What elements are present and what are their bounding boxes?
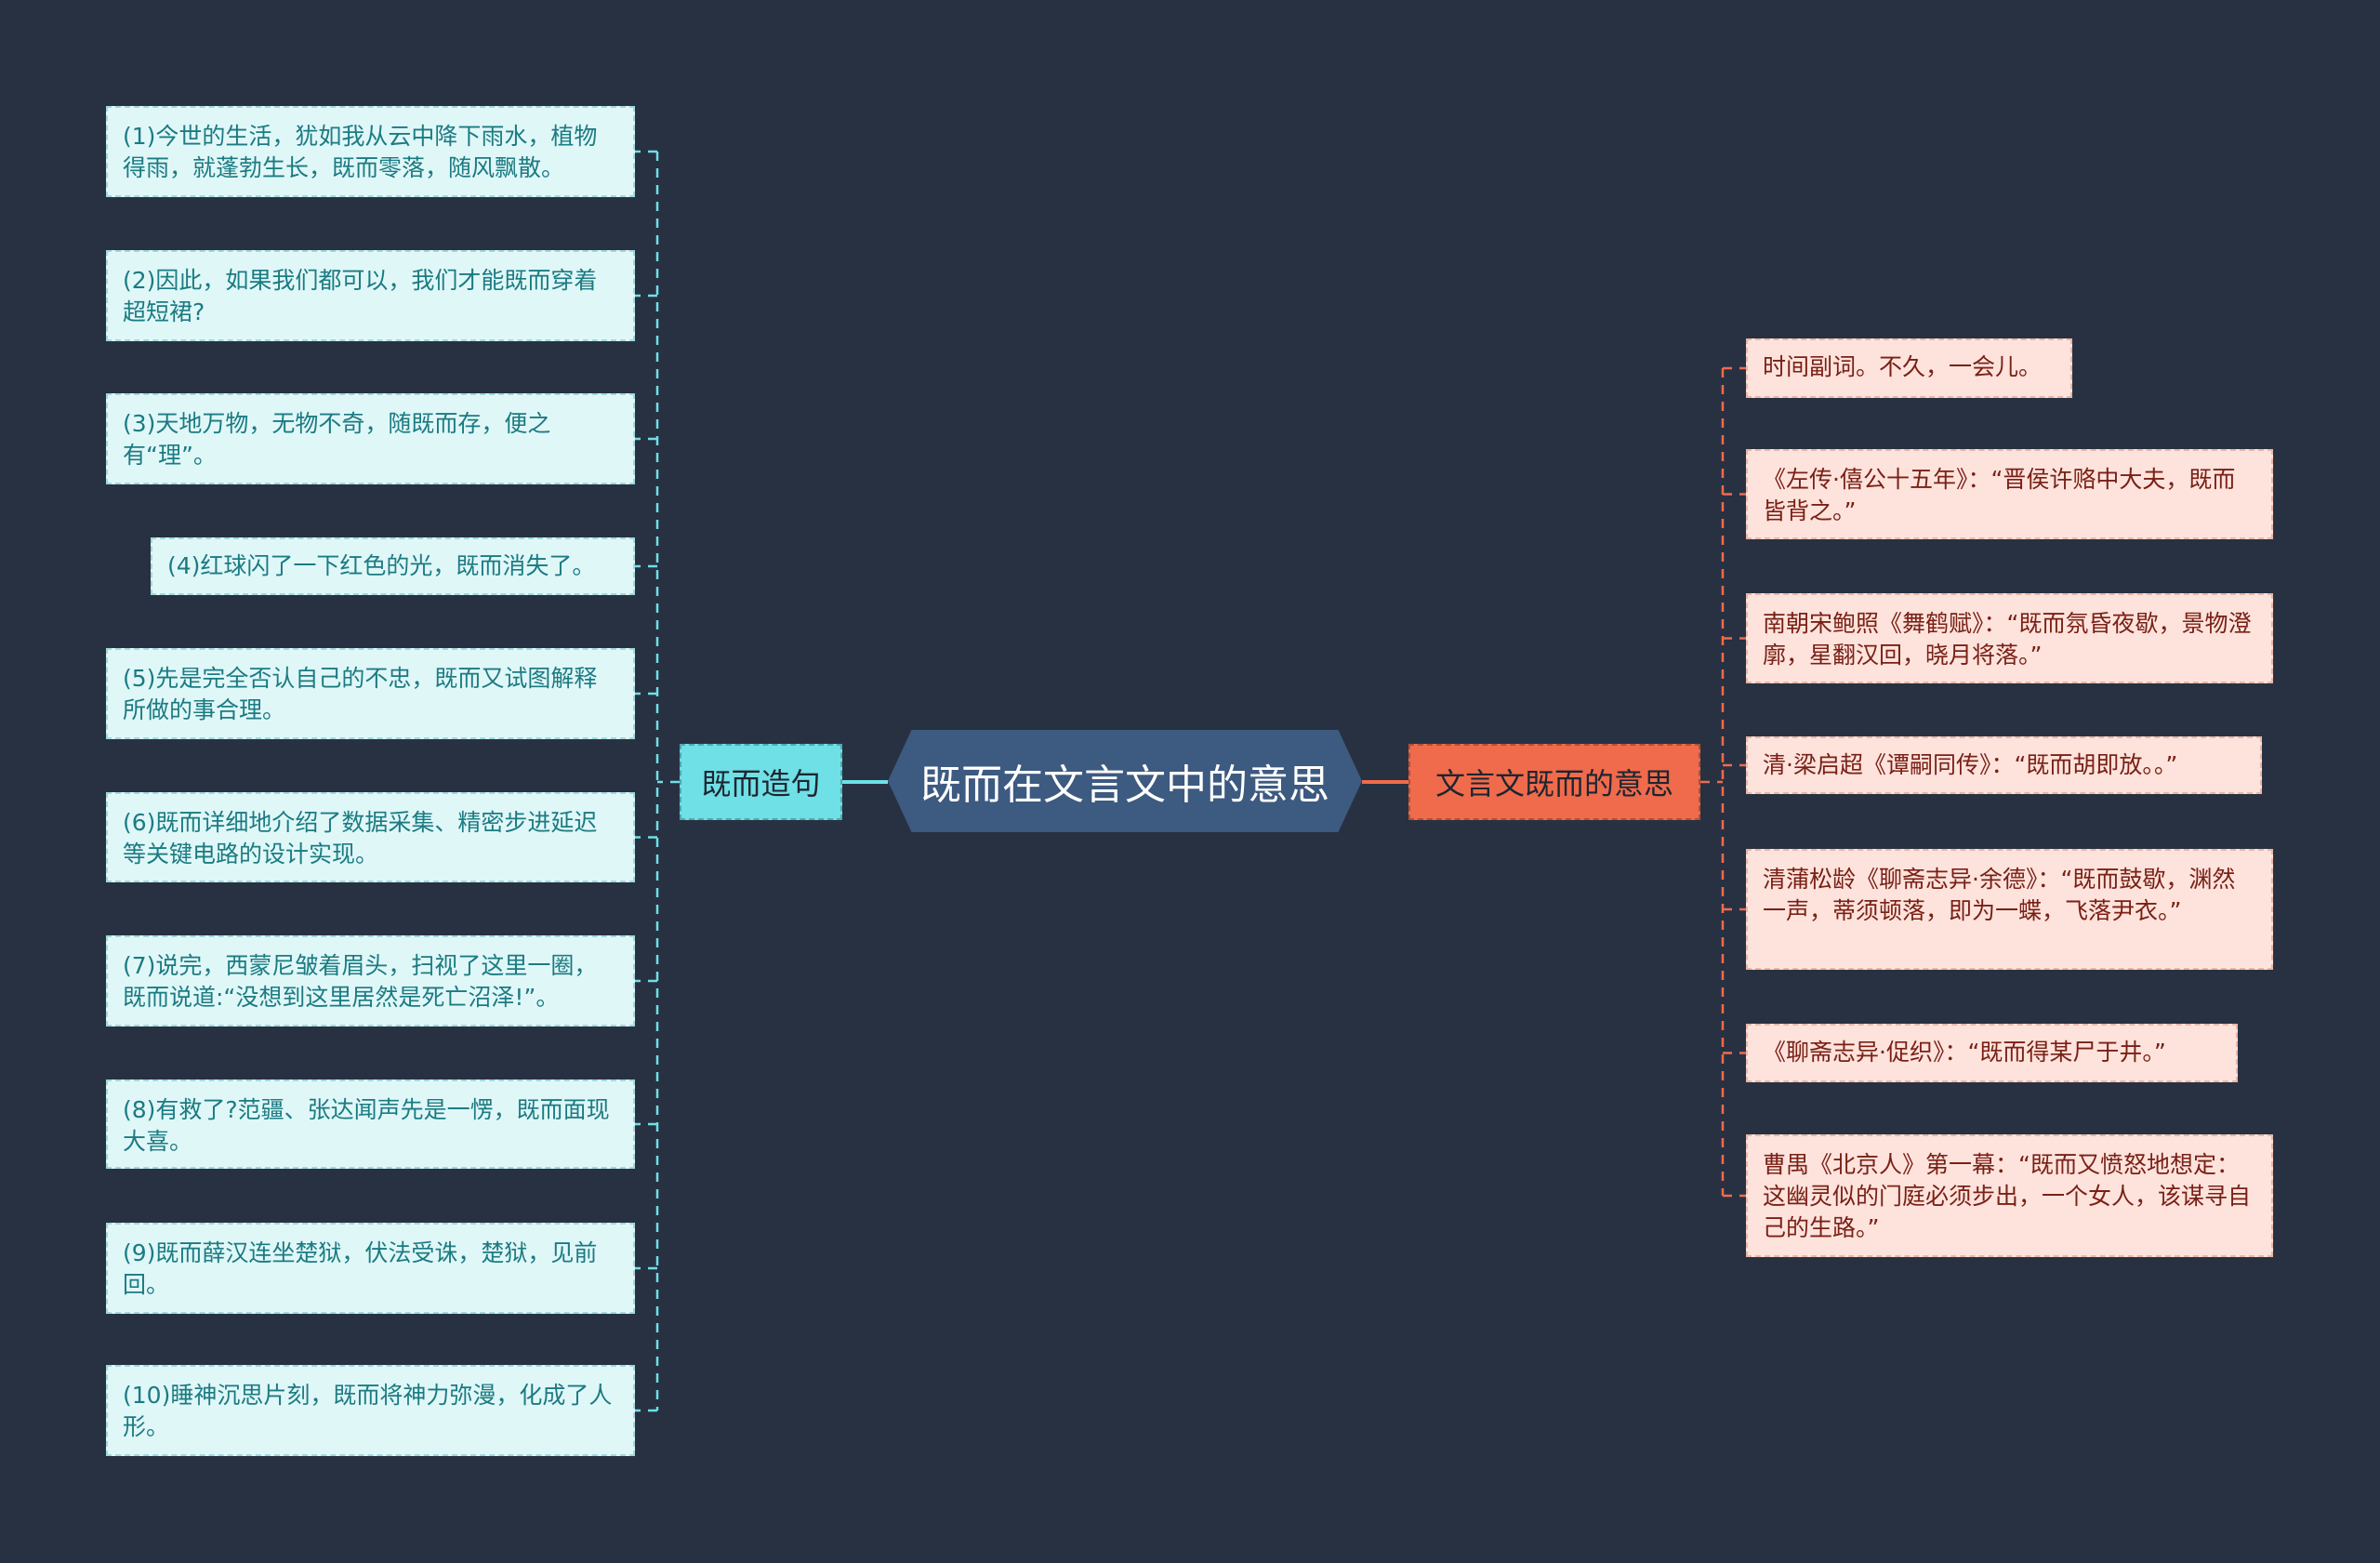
central-topic[interactable]: 既而在文言文中的意思 xyxy=(888,730,1362,832)
meaning-3[interactable]: 南朝宋鲍照《舞鹤赋》：“既而氛昏夜歇，景物澄廓，星翻汉回，晓月将落。” xyxy=(1746,593,2273,683)
meaning-5[interactable]: 清蒲松龄《聊斋志异·余德》：“既而鼓歇，渊然一声，蒂须顿落，即为一蝶，飞落尹衣。… xyxy=(1746,849,2273,970)
leaf-text: 《左传·僖公十五年》：“晋侯许赂中大夫，既而皆背之。” xyxy=(1763,466,2236,524)
leaf-text: 清·梁启超《谭嗣同传》：“既而胡即放。。” xyxy=(1763,751,2178,778)
meaning-2[interactable]: 《左传·僖公十五年》：“晋侯许赂中大夫，既而皆背之。” xyxy=(1746,449,2273,539)
meaning-4[interactable]: 清·梁启超《谭嗣同传》：“既而胡即放。。” xyxy=(1746,736,2262,794)
leaf-text: 南朝宋鲍照《舞鹤赋》：“既而氛昏夜歇，景物澄廓，星翻汉回，晓月将落。” xyxy=(1763,610,2252,669)
example-sentence-2[interactable]: (2)因此，如果我们都可以，我们才能既而穿着超短裙? xyxy=(106,250,635,341)
leaf-text: (2)因此，如果我们都可以，我们才能既而穿着超短裙? xyxy=(123,267,598,325)
branch-classical-meaning[interactable]: 文言文既而的意思 xyxy=(1408,744,1700,820)
example-sentence-6[interactable]: (6)既而详细地介绍了数据采集、精密步进延迟等关键电路的设计实现。 xyxy=(106,792,635,882)
example-sentence-1[interactable]: (1)今世的生活，犹如我从云中降下雨水，植物得雨，就蓬勃生长，既而零落，随风飘散… xyxy=(106,106,635,197)
example-sentence-4[interactable]: (4)红球闪了一下红色的光，既而消失了。 xyxy=(151,537,635,595)
example-sentence-10[interactable]: (10)睡神沉思片刻，既而将神力弥漫，化成了人形。 xyxy=(106,1365,635,1456)
leaf-text: (8)有救了?范疆、张达闻声先是一愣，既而面现大喜。 xyxy=(123,1096,610,1155)
meaning-1[interactable]: 时间副词。不久，一会儿。 xyxy=(1746,338,2072,398)
leaf-text: 时间副词。不久，一会儿。 xyxy=(1763,353,2043,380)
example-sentence-9[interactable]: (9)既而薛汉连坐楚狱，伏法受诛，楚狱，见前回。 xyxy=(106,1223,635,1314)
example-sentence-3[interactable]: (3)天地万物，无物不奇，随既而存，便之有“理”。 xyxy=(106,393,635,484)
leaf-text: (1)今世的生活，犹如我从云中降下雨水，植物得雨，就蓬勃生长，既而零落，随风飘散… xyxy=(123,123,598,181)
example-sentence-5[interactable]: (5)先是完全否认自己的不忠，既而又试图解释所做的事合理。 xyxy=(106,648,635,739)
leaf-text: (6)既而详细地介绍了数据采集、精密步进延迟等关键电路的设计实现。 xyxy=(123,809,598,868)
branch-label: 文言文既而的意思 xyxy=(1435,766,1673,801)
central-topic-label: 既而在文言文中的意思 xyxy=(920,762,1329,809)
example-sentence-8[interactable]: (8)有救了?范疆、张达闻声先是一愣，既而面现大喜。 xyxy=(106,1080,635,1169)
leaf-text: (10)睡神沉思片刻，既而将神力弥漫，化成了人形。 xyxy=(123,1382,613,1440)
branch-example-sentences[interactable]: 既而造句 xyxy=(680,744,842,820)
leaf-text: (7)说完，西蒙尼皱着眉头，扫视了这里一圈，既而说道:“没想到这里居然是死亡沼泽… xyxy=(123,952,598,1011)
meaning-7[interactable]: 曹禺《北京人》第一幕：“既而又愤怒地想定：这幽灵似的门庭必须步出，一个女人，该谋… xyxy=(1746,1134,2273,1257)
meaning-6[interactable]: 《聊斋志异·促织》：“既而得某尸于井。” xyxy=(1746,1024,2238,1082)
leaf-text: (5)先是完全否认自己的不忠，既而又试图解释所做的事合理。 xyxy=(123,665,598,723)
leaf-text: 清蒲松龄《聊斋志异·余德》：“既而鼓歇，渊然一声，蒂须顿落，即为一蝶，飞落尹衣。… xyxy=(1763,866,2236,924)
leaf-text: (3)天地万物，无物不奇，随既而存，便之有“理”。 xyxy=(123,410,551,469)
leaf-text: (4)红球闪了一下红色的光，既而消失了。 xyxy=(167,552,596,579)
leaf-text: (9)既而薛汉连坐楚狱，伏法受诛，楚狱，见前回。 xyxy=(123,1239,598,1298)
leaf-text: 曹禺《北京人》第一幕：“既而又愤怒地想定：这幽灵似的门庭必须步出，一个女人，该谋… xyxy=(1763,1151,2252,1241)
leaf-text: 《聊斋志异·促织》：“既而得某尸于井。” xyxy=(1763,1039,2166,1066)
branch-label: 既而造句 xyxy=(701,766,821,801)
example-sentence-7[interactable]: (7)说完，西蒙尼皱着眉头，扫视了这里一圈，既而说道:“没想到这里居然是死亡沼泽… xyxy=(106,935,635,1027)
